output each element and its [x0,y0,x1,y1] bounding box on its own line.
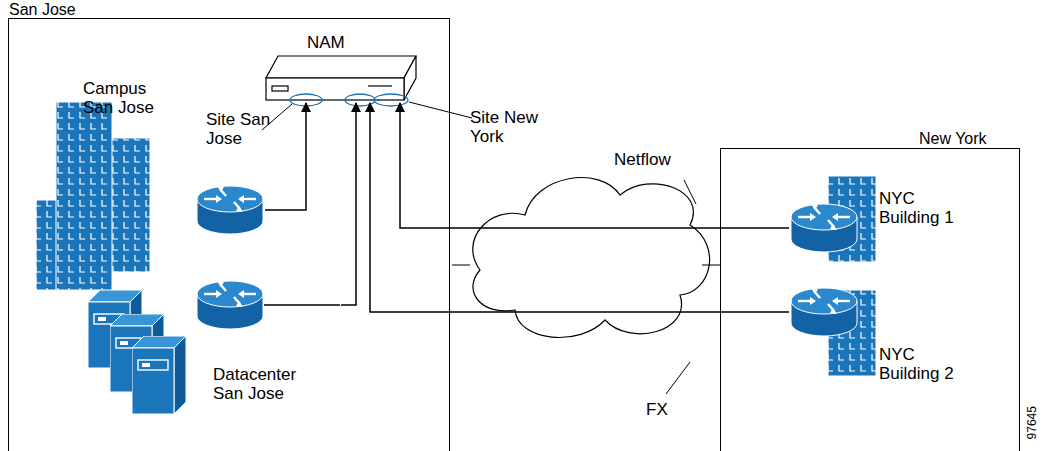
region-label: San Jose [9,1,149,19]
connector [265,103,306,210]
callout-label: Site San Jose [206,110,280,148]
building-node: NYC Building 2 [789,283,969,399]
region-box: New YorkNYC Building 1NYC Building 2 [720,148,1020,451]
wan-cloud [473,178,710,338]
figure-number: 97645 [1026,400,1039,446]
router-wire [264,304,340,306]
connector [370,103,789,312]
node-label: NAM [307,33,367,52]
region-box: San JoseCampus San JoseNAMDatacenter San… [8,18,450,451]
node-label: Datacenter San Jose [213,365,313,403]
campus-node: Campus San Jose [29,77,265,293]
site-ellipse [290,94,408,106]
node-label: Campus San Jose [83,79,161,117]
router-symbol [791,204,857,252]
callout-label: Site New York [470,108,550,146]
building-node: NYC Building 1 [789,173,969,265]
connector [400,103,789,228]
datacenter-node: Datacenter San Jose [61,285,341,417]
node-label: NYC Building 1 [879,189,967,227]
leader-line [262,102,696,394]
region-label: New York [919,130,1029,148]
router-symbol [197,186,263,234]
link-label: FX [644,400,670,419]
device-node: NAM [263,33,417,103]
connector [341,103,356,305]
router-symbol [197,281,263,329]
nam-device [266,56,416,100]
link-label: Netflow [612,150,673,169]
cloud-tick [452,264,720,265]
campus-building [36,102,150,290]
server-stack [88,290,186,414]
router-symbol [791,288,857,336]
node-label: NYC Building 2 [879,345,967,383]
